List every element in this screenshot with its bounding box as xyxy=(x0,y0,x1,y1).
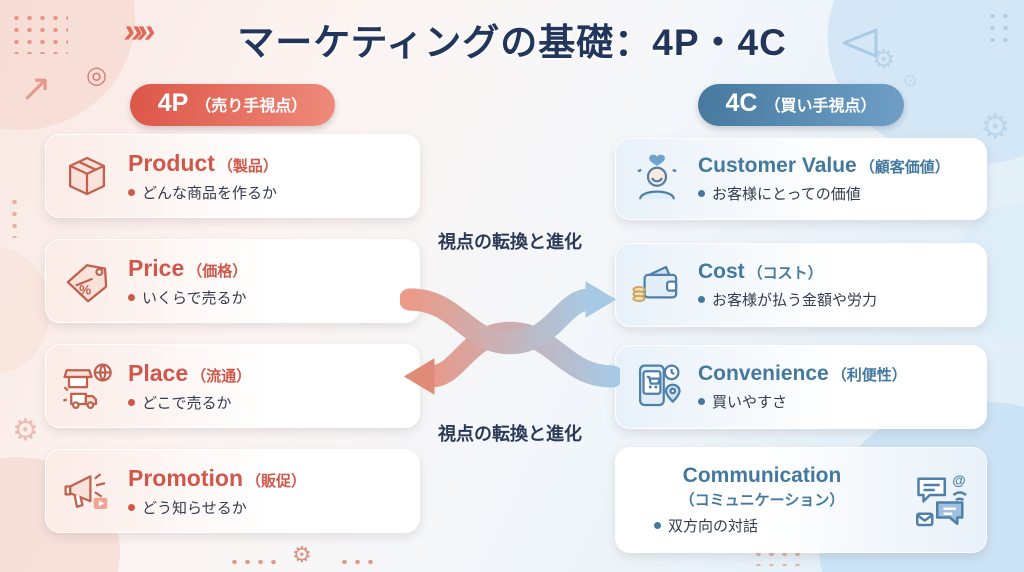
svg-text:@: @ xyxy=(952,473,965,488)
card-desc-text: どう知らせるか xyxy=(142,499,247,517)
bullet-dot xyxy=(128,503,135,511)
gear-icon: ⚙ xyxy=(872,44,896,74)
triangle-arrow-icon xyxy=(842,28,878,58)
package-box-icon xyxy=(58,149,116,203)
gear-icon: ⚙ xyxy=(902,71,919,91)
smartphone-shopping-icon xyxy=(628,360,686,414)
card-title-jp: （顧客価値） xyxy=(859,159,950,176)
card-desc: どう知らせるか xyxy=(128,497,407,518)
card-title-en: Product xyxy=(128,149,215,176)
card-title-jp: （製品） xyxy=(217,157,278,175)
gear-icon: ⚙ xyxy=(12,414,39,447)
card-desc-text: 買いやすさ xyxy=(712,394,788,411)
4c-badge: 4C （買い手視点） xyxy=(697,84,905,126)
card-desc-text: お客様が払う金額や労力 xyxy=(712,292,878,309)
card-title-en: Convenience xyxy=(698,362,829,385)
person-heart-icon xyxy=(628,152,686,206)
transition-label-top: 視点の転換と進化 xyxy=(438,232,582,252)
swap-arrows-graphic xyxy=(400,281,620,395)
card-title-jp: （販促） xyxy=(246,472,307,490)
4c-badge-sub: （買い手視点） xyxy=(764,98,877,115)
card-title: Promotion（販促） xyxy=(128,465,407,492)
dot-grid-decoration xyxy=(986,10,1014,42)
card-title-en: Price xyxy=(128,254,185,281)
dot-grid-decoration xyxy=(338,556,378,566)
card-title: Cost（コスト） xyxy=(698,260,974,284)
bullet-dot xyxy=(698,398,705,405)
4c-badge-main: 4C xyxy=(725,89,758,117)
communication-card: Communication （コミュニケーション） 双方向の対話 @ xyxy=(615,447,987,553)
4p-badge: 4P （売り手視点） xyxy=(129,84,336,126)
customer-value-card: Customer Value（顧客価値） お客様にとっての価値 xyxy=(615,138,987,220)
card-desc: 双方向の対話 xyxy=(654,515,896,536)
price-card: % Price（価格） いくらで売るか xyxy=(45,239,420,323)
card-title-jp: （価格） xyxy=(187,262,248,280)
card-title-en: Communication xyxy=(682,464,842,487)
card-title: Price（価格） xyxy=(128,255,407,282)
card-desc-text: 双方向の対話 xyxy=(668,518,759,535)
card-title: Customer Value（顧客価値） xyxy=(698,154,974,178)
card-desc: どこで売るか xyxy=(128,392,407,413)
4p-badge-sub: （売り手視点） xyxy=(195,98,308,115)
cost-card: Cost（コスト） お客様が払う金額や労力 xyxy=(615,243,987,327)
store-delivery-icon xyxy=(58,359,116,413)
gear-icon: ⚙ xyxy=(980,108,1011,146)
bullet-dot xyxy=(698,296,705,303)
edge-blob xyxy=(0,248,50,373)
arrow-up-right-icon: ↗ xyxy=(20,68,52,110)
wallet-money-icon xyxy=(628,258,686,312)
card-title: Communication （コミュニケーション） xyxy=(628,464,896,510)
chat-bubbles-icon: @ xyxy=(908,470,974,530)
dot-grid-decoration xyxy=(8,196,22,238)
promotion-card: Promotion（販促） どう知らせるか xyxy=(45,449,420,533)
card-title-jp: （コミュニケーション） xyxy=(679,492,845,509)
card-desc: いくらで売るか xyxy=(128,287,407,308)
place-card: Place（流通） どこで売るか xyxy=(45,344,420,428)
card-title-en: Cost xyxy=(698,260,745,283)
left-column-header: 4P （売り手視点） xyxy=(45,84,420,126)
bullet-dot xyxy=(128,398,135,406)
product-card: Product（製品） どんな商品を作るか xyxy=(45,134,420,218)
gear-icon: ⚙ xyxy=(292,542,312,567)
card-title-jp: （利便性） xyxy=(831,367,907,384)
price-tag-icon: % xyxy=(58,254,116,308)
convenience-card: Convenience（利便性） 買いやすさ xyxy=(615,345,987,429)
bullet-dot xyxy=(654,522,661,529)
target-icon: ◎ xyxy=(86,62,107,89)
card-title-en: Place xyxy=(128,359,189,386)
bullet-dot xyxy=(698,190,705,197)
card-title: Place（流通） xyxy=(128,360,407,387)
card-desc: お客様が払う金額や労力 xyxy=(698,289,974,310)
card-desc-text: どこで売るか xyxy=(142,394,232,412)
card-desc: 買いやすさ xyxy=(698,391,974,412)
card-title: Convenience（利便性） xyxy=(698,362,974,386)
card-title-jp: （コスト） xyxy=(747,265,823,282)
card-title-en: Customer Value xyxy=(698,154,857,177)
bullet-dot xyxy=(128,293,135,301)
dot-grid-decoration xyxy=(10,12,68,54)
4p-badge-main: 4P xyxy=(157,89,189,117)
card-title-en: Promotion xyxy=(128,464,243,491)
right-column-header: 4C （買い手視点） xyxy=(615,84,987,126)
card-desc: お客様にとっての価値 xyxy=(698,183,974,204)
card-desc-text: どんな商品を作るか xyxy=(142,184,278,202)
card-desc: どんな商品を作るか xyxy=(128,182,407,203)
transition-label-bottom: 視点の転換と進化 xyxy=(438,424,582,444)
megaphone-icon xyxy=(58,464,116,518)
card-desc-text: お客様にとっての価値 xyxy=(712,186,861,203)
svg-text:%: % xyxy=(79,283,91,298)
bullet-dot xyxy=(128,188,135,196)
page-title: マーケティングの基礎：4P・4C xyxy=(237,22,787,63)
card-title: Product（製品） xyxy=(128,150,407,177)
dot-grid-decoration xyxy=(228,556,280,566)
card-title-jp: （流通） xyxy=(191,367,252,385)
card-desc-text: いくらで売るか xyxy=(142,289,247,307)
